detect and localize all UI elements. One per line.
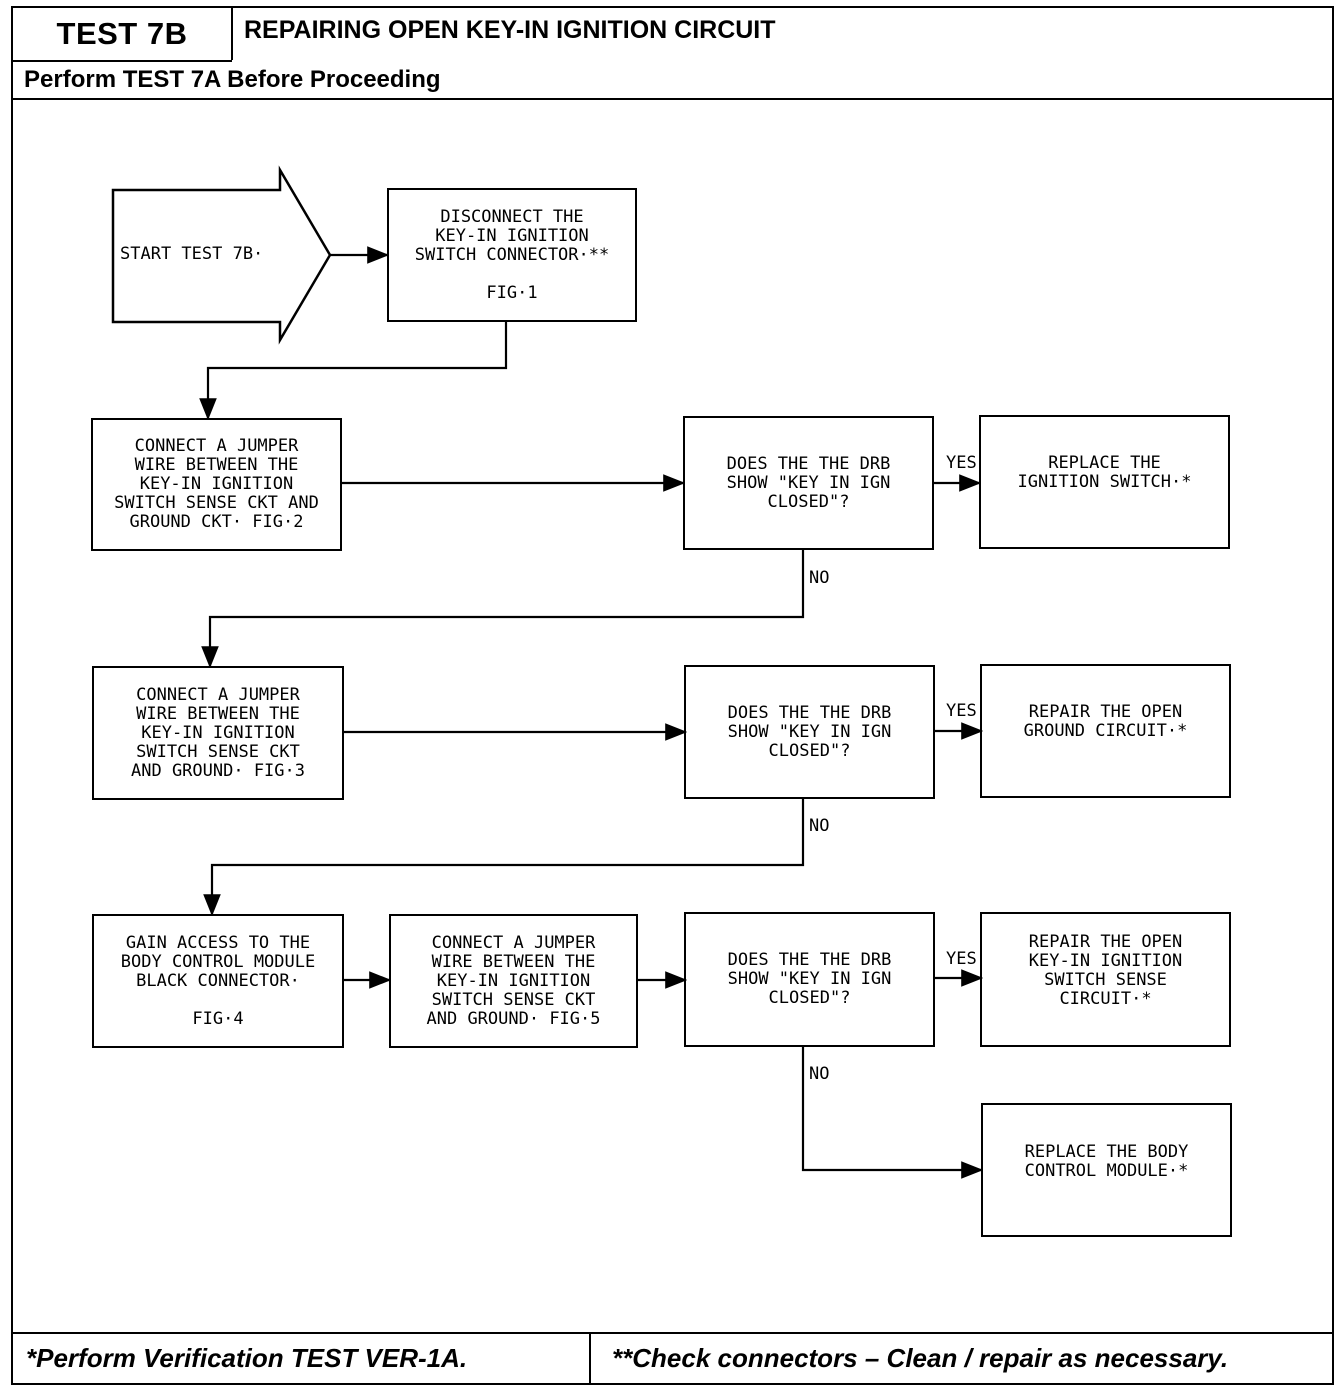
footer-rule <box>13 1332 1332 1334</box>
result-repair-sense-circuit: REPAIR THE OPEN KEY-IN IGNITION SWITCH S… <box>980 912 1231 1047</box>
start-label: START TEST 7B· <box>120 244 264 264</box>
step-jumper-3: CONNECT A JUMPER WIRE BETWEEN THE KEY-IN… <box>389 914 638 1048</box>
step-jumper-1: CONNECT A JUMPER WIRE BETWEEN THE KEY-IN… <box>91 418 342 551</box>
no-label-3: NO <box>809 1064 830 1084</box>
yes-label-3: YES <box>946 949 977 969</box>
subtitle-rule <box>13 98 1332 100</box>
decision-3: DOES THE THE DRB SHOW "KEY IN IGN CLOSED… <box>684 912 935 1047</box>
footer-divider <box>589 1333 591 1383</box>
edge-question1-no <box>201 550 805 669</box>
edge-question3-no <box>801 1046 984 1179</box>
step-disconnect: DISCONNECT THE KEY-IN IGNITION SWITCH CO… <box>387 188 637 322</box>
start-arrow-shape <box>111 165 332 345</box>
page-subtitle: Perform TEST 7A Before Proceeding <box>24 66 441 93</box>
result-repair-ground-circuit: REPAIR THE OPEN GROUND CIRCUIT·* <box>980 664 1231 798</box>
no-label-1: NO <box>809 568 830 588</box>
header-divider <box>231 8 233 60</box>
result-replace-bcm: REPLACE THE BODY CONTROL MODULE·* <box>981 1103 1232 1237</box>
step-jumper-2: CONNECT A JUMPER WIRE BETWEEN THE KEY-IN… <box>92 666 344 800</box>
yes-label-2: YES <box>946 701 977 721</box>
edge-question2-no <box>203 798 805 917</box>
footer-note-right: **Check connectors – Clean / repair as n… <box>612 1343 1229 1373</box>
decision-2: DOES THE THE DRB SHOW "KEY IN IGN CLOSED… <box>684 665 935 799</box>
decision-1: DOES THE THE DRB SHOW "KEY IN IGN CLOSED… <box>683 416 934 550</box>
page-frame <box>11 6 1334 1385</box>
yes-label-1: YES <box>946 453 977 473</box>
page-title: REPAIRING OPEN KEY-IN IGNITION CIRCUIT <box>244 16 776 44</box>
edge-disconnect-jumper1 <box>199 322 508 421</box>
header-rule <box>13 60 232 62</box>
test-label: TEST 7B <box>56 16 188 51</box>
footer-note-left: *Perform Verification TEST VER-1A. <box>26 1343 468 1373</box>
step-gain-access: GAIN ACCESS TO THE BODY CONTROL MODULE B… <box>92 914 344 1048</box>
result-replace-ignition-switch: REPLACE THE IGNITION SWITCH·* <box>979 415 1230 549</box>
no-label-2: NO <box>809 816 830 836</box>
